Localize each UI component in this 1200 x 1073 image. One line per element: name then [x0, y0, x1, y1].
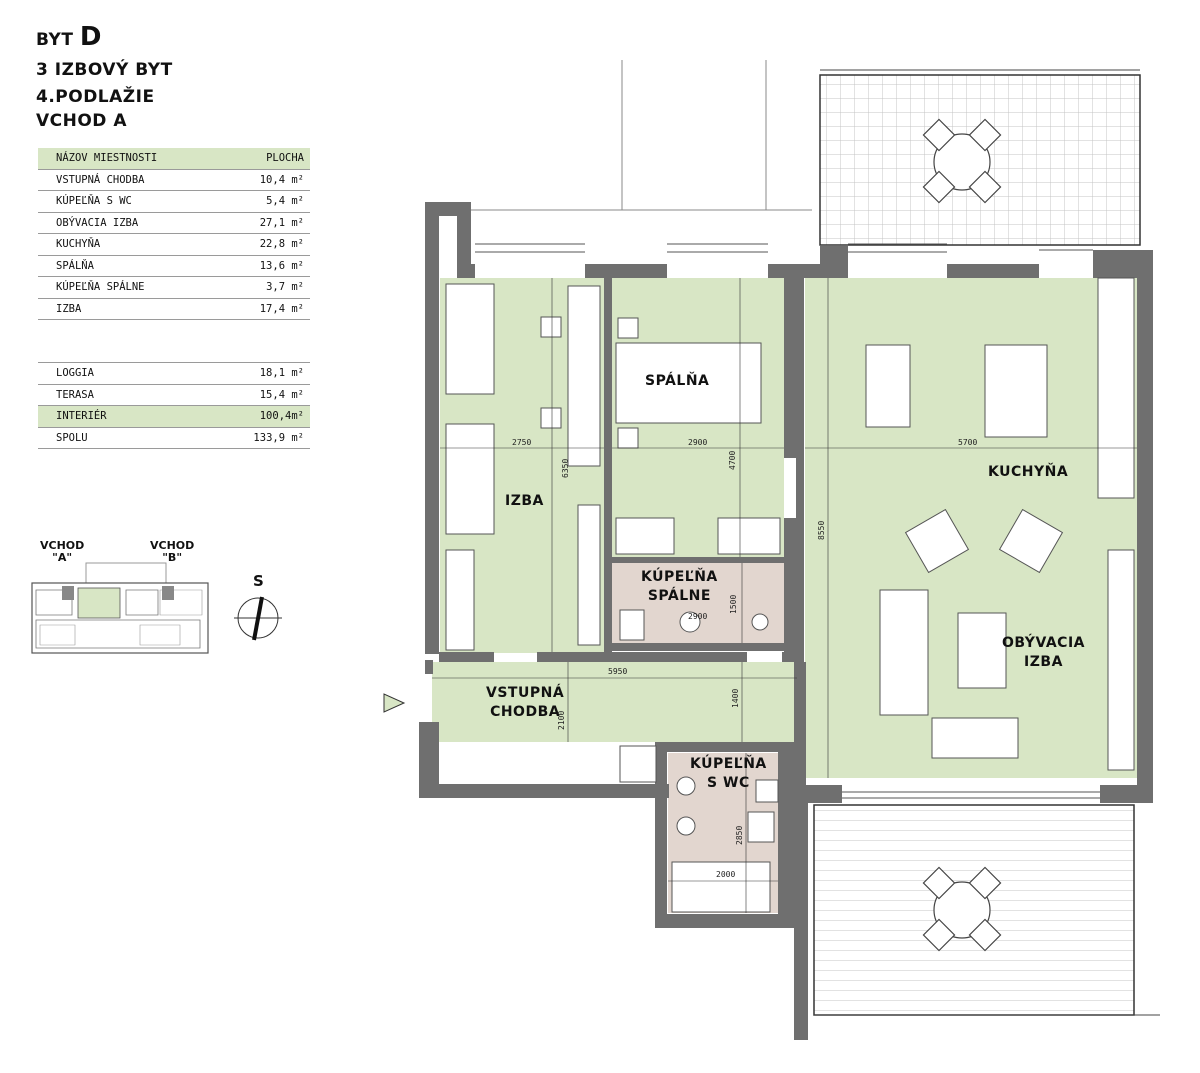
dim-chodba-width: 5950: [608, 667, 628, 676]
total-area: 18,1 m²: [170, 362, 310, 385]
kupelna-spalne-line1: KÚPEĽŇA: [641, 569, 718, 585]
total-name: TERASA: [38, 384, 171, 406]
dim-kupelna-spalne-width: 2900: [688, 612, 708, 621]
dim-izba-width: 2750: [512, 438, 532, 447]
total-name: SPOLU: [38, 427, 171, 449]
room-name: KÚPEĽŇA S WC: [38, 190, 212, 213]
room-label-spalna: SPÁLŇA: [645, 373, 710, 389]
entrance-arrow-icon: [383, 693, 406, 713]
total-name: LOGGIA: [38, 362, 171, 385]
walls: [419, 202, 1153, 1040]
dim-kupelna-wc-width: 2000: [716, 870, 736, 879]
apartment-floor: 4.PODLAŽIE: [36, 87, 155, 107]
izba-furniture: [445, 283, 601, 651]
column-header-name: NÁZOV MIESTNOSTI: [38, 148, 212, 170]
north-arrow: [234, 596, 282, 641]
room-label-kupelna-wc: KÚPEĽŇA S WC: [690, 755, 767, 793]
kupelna-wc-line1: KÚPEĽŇA: [690, 756, 767, 772]
spalna-furniture: [615, 317, 781, 555]
room-name: KÚPEĽŇA SPÁLNE: [38, 276, 212, 299]
dimension-lines: [432, 278, 1137, 913]
dim-obyvacia-height: 8550: [817, 520, 826, 540]
room-area: 27,1 m²: [211, 212, 310, 234]
room-name: SPÁLŇA: [38, 255, 212, 277]
room-area: 10,4 m²: [211, 169, 310, 191]
entrance-b-line1: VCHOD: [150, 539, 195, 552]
room-area: 17,4 m²: [211, 298, 310, 320]
room-area: 5,4 m²: [211, 190, 310, 213]
total-area: 15,4 m²: [170, 384, 310, 406]
dim-kupelna-spalne-height: 1500: [729, 594, 738, 614]
chodba-line2: CHODBA: [490, 704, 561, 720]
room-name: VSTUPNÁ CHODBA: [38, 169, 212, 191]
room-name: OBÝVACIA IZBA: [38, 212, 212, 234]
obyvacia-line2: IZBA: [1024, 654, 1063, 670]
dim-kupelna-wc-height: 2850: [735, 825, 744, 845]
dim-kuchyna-width: 5700: [958, 438, 978, 447]
dim-izba-height: 6350: [561, 458, 570, 478]
entrance-a-line2: "A": [52, 551, 73, 564]
room-label-chodba: VSTUPNÁ CHODBA: [486, 684, 564, 722]
chodba-line1: VSTUPNÁ: [486, 685, 565, 701]
room-label-izba: IZBA: [505, 493, 544, 509]
obyvacia-line1: OBÝVACIA: [1002, 635, 1085, 651]
entrance-b-label: VCHOD "B": [150, 540, 194, 564]
room-label-obyvacia: OBÝVACIA IZBA: [1002, 634, 1085, 672]
apartment-letter: D: [79, 22, 102, 52]
kupelna-spalne-line2: SPÁLNE: [647, 588, 711, 604]
apartment-entrance: VCHOD A: [36, 111, 127, 131]
total-name: INTERIÉR: [38, 405, 171, 428]
key-plan: [31, 562, 209, 654]
room-label-kuchyna: KUCHYŇA: [988, 464, 1069, 480]
dim-spalna-height: 4700: [728, 450, 737, 470]
entrance-a-line1: VCHOD: [40, 539, 85, 552]
total-area: 100,4m²: [170, 405, 310, 428]
dim-chodba-height: 2100: [557, 710, 566, 730]
room-name: IZBA: [38, 298, 212, 320]
table-header-row: NÁZOV MIESTNOSTI PLOCHA: [38, 148, 310, 170]
kupelna-wc-line2: S WC: [707, 775, 750, 791]
kitchen-living-furniture: [865, 277, 1135, 771]
entrance-a-label: VCHOD "A": [40, 540, 84, 564]
total-area: 133,9 m²: [170, 427, 310, 449]
room-area: 13,6 m²: [211, 255, 310, 277]
entrance-b-line2: "B": [162, 551, 183, 564]
windows: [475, 243, 1100, 799]
bathroom-fixtures: [619, 609, 779, 913]
apartment-prefix: BYT: [36, 30, 74, 50]
column-header-area: PLOCHA: [211, 148, 310, 170]
loggia-top: [819, 69, 1141, 246]
north-label: S: [253, 572, 265, 590]
terrace-bottom: [813, 804, 1160, 1016]
room-label-kupelna-spalne: KÚPEĽŇA SPÁLNE: [641, 568, 718, 606]
room-area: 22,8 m²: [211, 233, 310, 256]
dim-chodba-height-2: 1400: [731, 688, 740, 708]
room-name: KUCHYŇA: [38, 233, 212, 256]
apartment-title: BYT D: [36, 22, 102, 52]
dim-spalna-width: 2900: [688, 438, 708, 447]
apartment-type: 3 IZBOVÝ BYT: [36, 60, 173, 80]
room-area: 3,7 m²: [211, 276, 310, 299]
